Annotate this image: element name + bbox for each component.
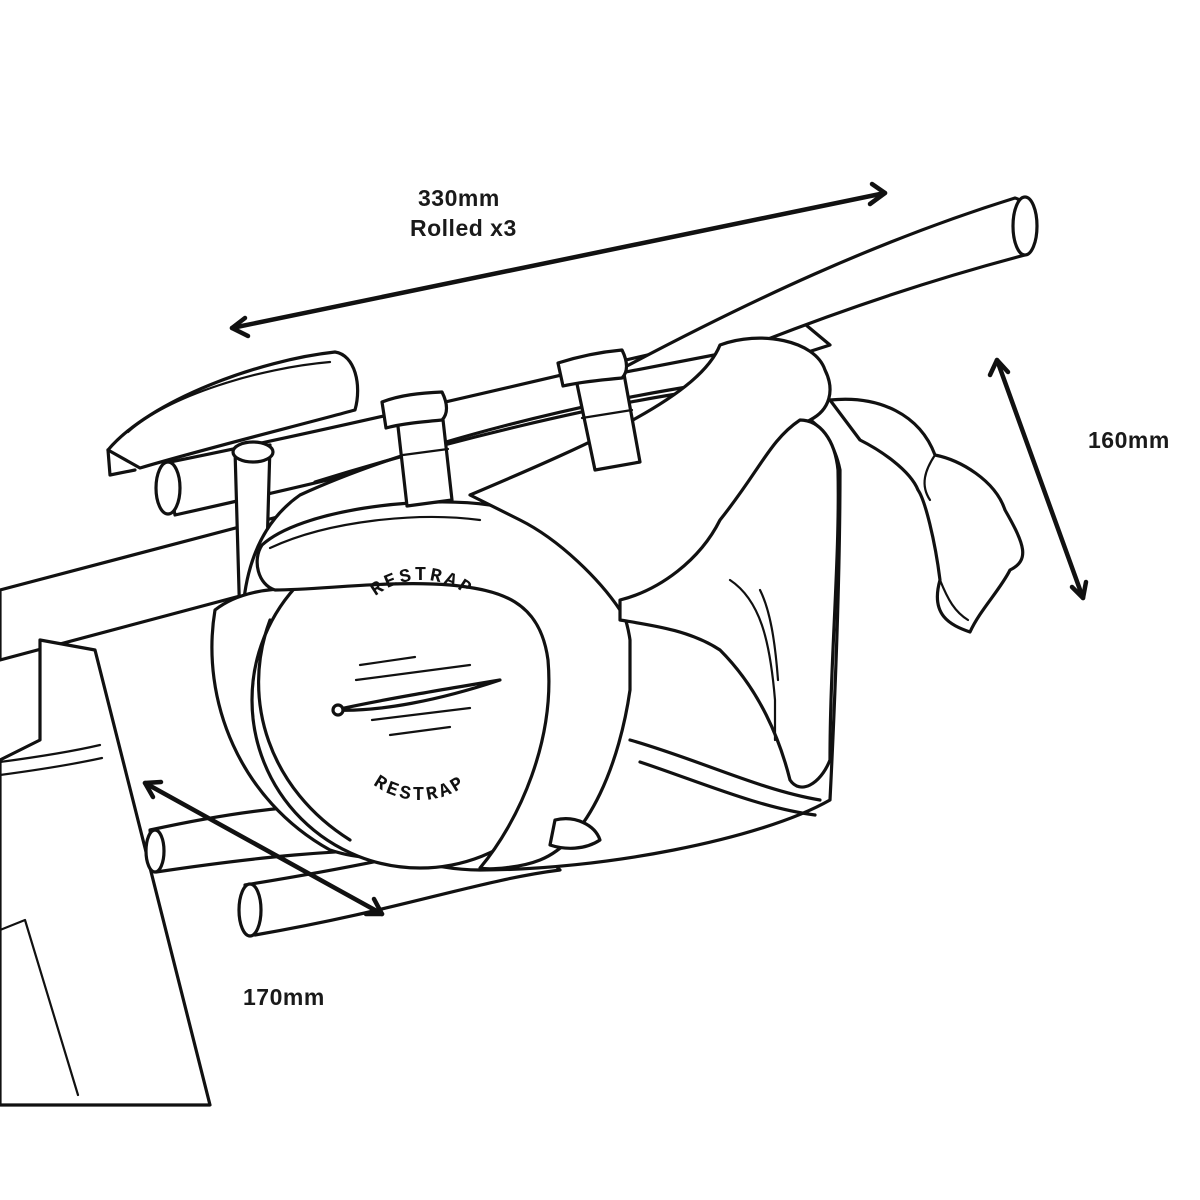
strap-right: [556, 348, 642, 472]
length-value: 330mm: [418, 185, 500, 211]
roll-closure: [828, 397, 1025, 634]
length-note-text: Rolled x3: [410, 215, 517, 241]
height-dimension-arrow: [987, 357, 1089, 601]
harness-side-panel: [468, 336, 840, 817]
length-label: 330mm: [418, 184, 500, 212]
strap-left: [380, 390, 454, 508]
length-dimension-arrow: [229, 181, 888, 339]
length-note: Rolled x3: [410, 214, 517, 242]
bike-stem: [0, 513, 302, 1107]
aero-extension: [608, 195, 1039, 377]
depth-dimension-arrow: [142, 779, 385, 917]
depth-label: 170mm: [243, 984, 325, 1010]
height-label: 160mm: [1088, 427, 1170, 453]
rear-pocket: [106, 350, 360, 477]
